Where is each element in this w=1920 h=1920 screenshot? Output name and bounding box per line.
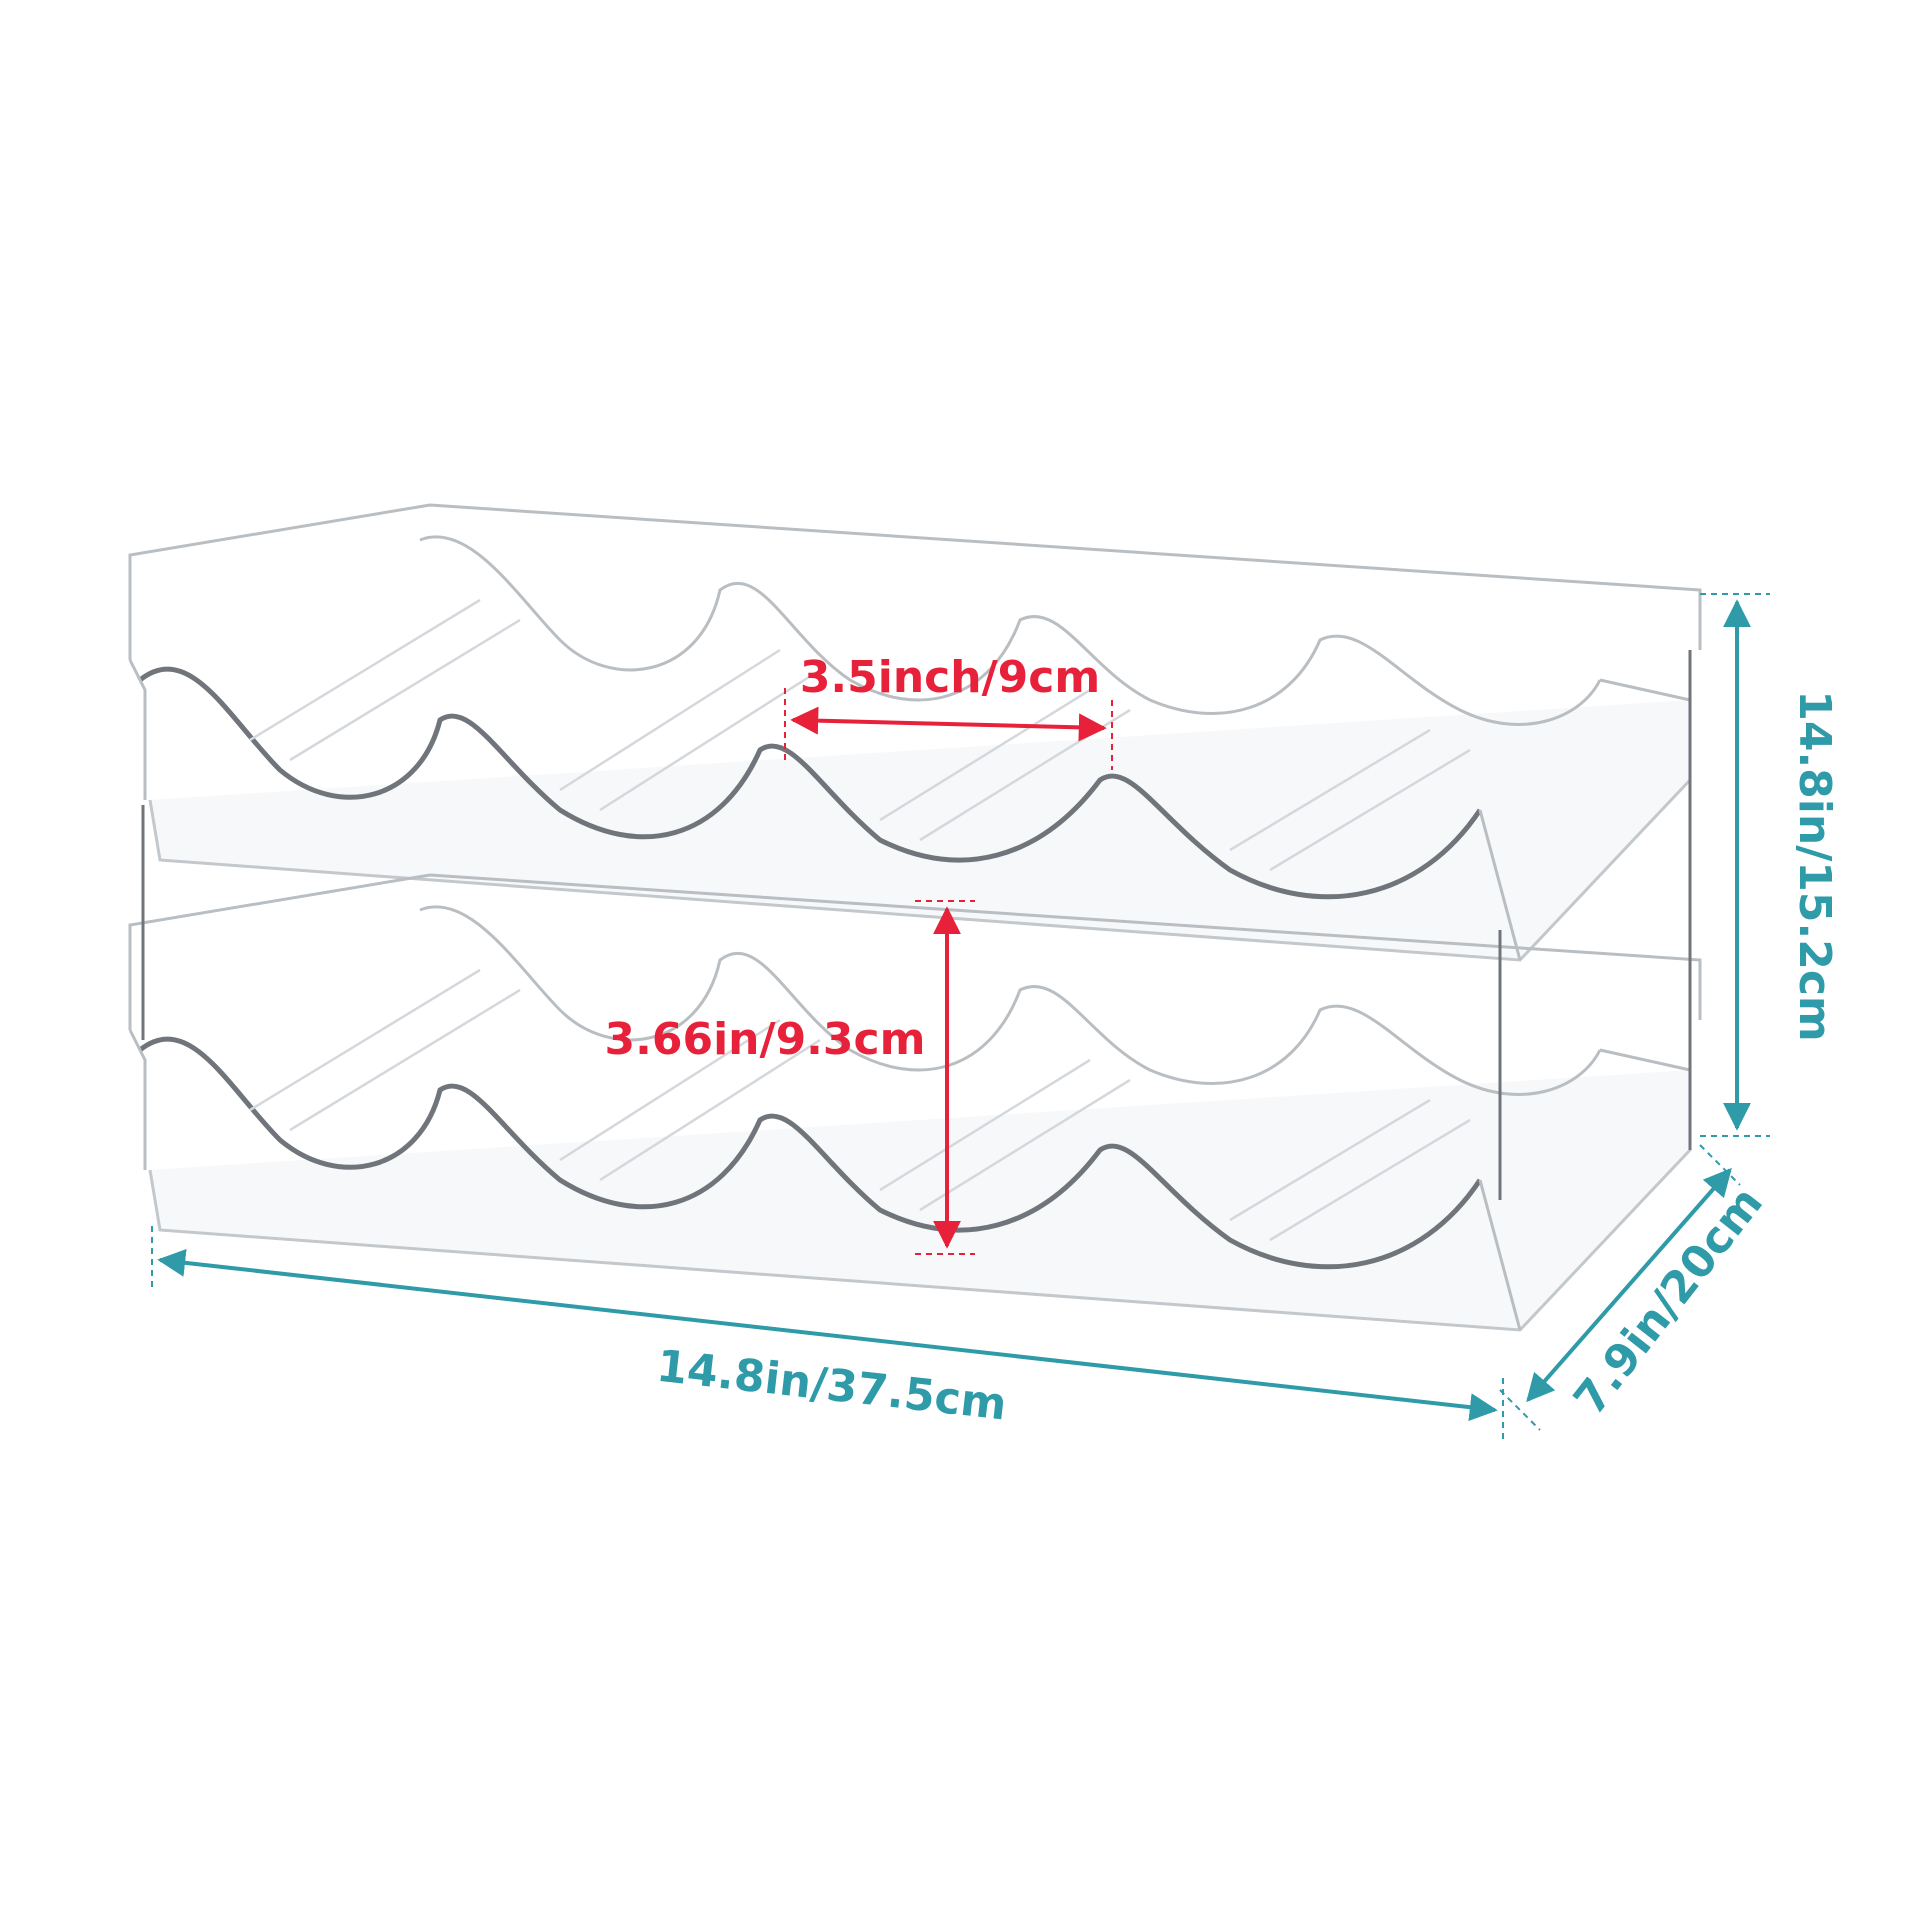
tier-gap-label: 3.66in/9.3cm <box>605 1014 926 1065</box>
slot-width-dimension: 3.5inch/9cm <box>784 652 1113 770</box>
height-dimension: 14.8in/15.2cm <box>1700 593 1840 1137</box>
tier-connector-posts <box>141 650 1692 1200</box>
tier-gap-dimension: 3.66in/9.3cm <box>605 900 975 1255</box>
length-label: 14.8in/37.5cm <box>654 1341 1009 1431</box>
upper-rack-tier <box>130 505 1700 960</box>
height-label: 14.8in/15.2cm <box>1789 690 1840 1042</box>
lower-rack-tier <box>130 875 1700 1330</box>
slot-width-label: 3.5inch/9cm <box>800 652 1100 703</box>
